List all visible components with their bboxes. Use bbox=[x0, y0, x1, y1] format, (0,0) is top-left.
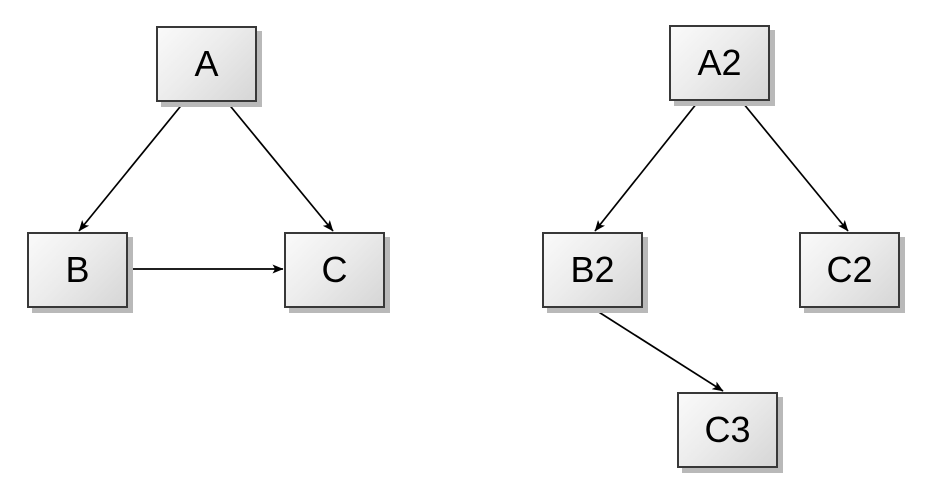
node-B[interactable]: B bbox=[27, 232, 128, 308]
node-A[interactable]: A bbox=[156, 26, 257, 102]
node-C2[interactable]: C2 bbox=[799, 232, 900, 308]
node-C[interactable]: C bbox=[284, 232, 385, 308]
node-A2[interactable]: A2 bbox=[669, 25, 770, 101]
edge-A2-C2[interactable] bbox=[742, 102, 849, 232]
node-label: B bbox=[65, 249, 90, 290]
node-C3[interactable]: C3 bbox=[677, 392, 778, 468]
edge-B2-C3[interactable] bbox=[593, 308, 724, 392]
node-label: B2 bbox=[570, 249, 615, 290]
edge-A2-B2[interactable] bbox=[594, 102, 698, 232]
node-label: C bbox=[321, 249, 348, 290]
node-B2[interactable]: B2 bbox=[542, 232, 643, 308]
node-label: C3 bbox=[704, 409, 751, 450]
node-label: A2 bbox=[697, 42, 742, 83]
edge-A-B[interactable] bbox=[78, 101, 185, 232]
node-label: A bbox=[194, 43, 219, 84]
node-label: C2 bbox=[826, 249, 873, 290]
edge-A-C[interactable] bbox=[226, 101, 334, 232]
